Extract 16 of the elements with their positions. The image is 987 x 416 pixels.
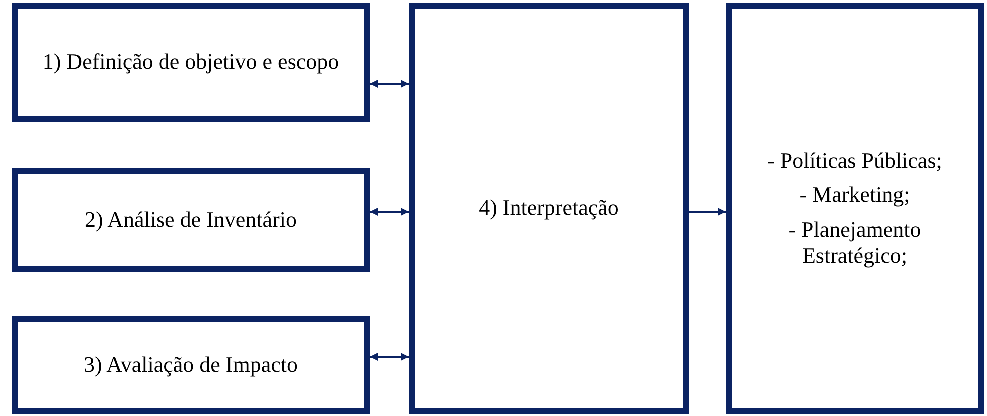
arrow (370, 208, 409, 216)
process-box (409, 3, 689, 414)
arrow (370, 80, 409, 88)
box-text: 1) Definição de objetivo e escopo (42, 49, 340, 76)
box-text: - Marketing; (798, 182, 912, 208)
process-box (726, 3, 984, 414)
process-box (12, 3, 370, 122)
process-box (12, 316, 370, 414)
arrow (689, 208, 726, 216)
process-box (12, 168, 370, 272)
box-text: 4) Interpretação (478, 195, 620, 222)
box-text: - Planejamento Estratégico; (788, 216, 922, 270)
box-text: - Políticas Públicas; (766, 148, 944, 174)
box-text: 3) Avaliação de Impacto (83, 352, 299, 378)
box-text: 2) Análise de Inventário (84, 206, 298, 234)
arrow (370, 353, 409, 361)
